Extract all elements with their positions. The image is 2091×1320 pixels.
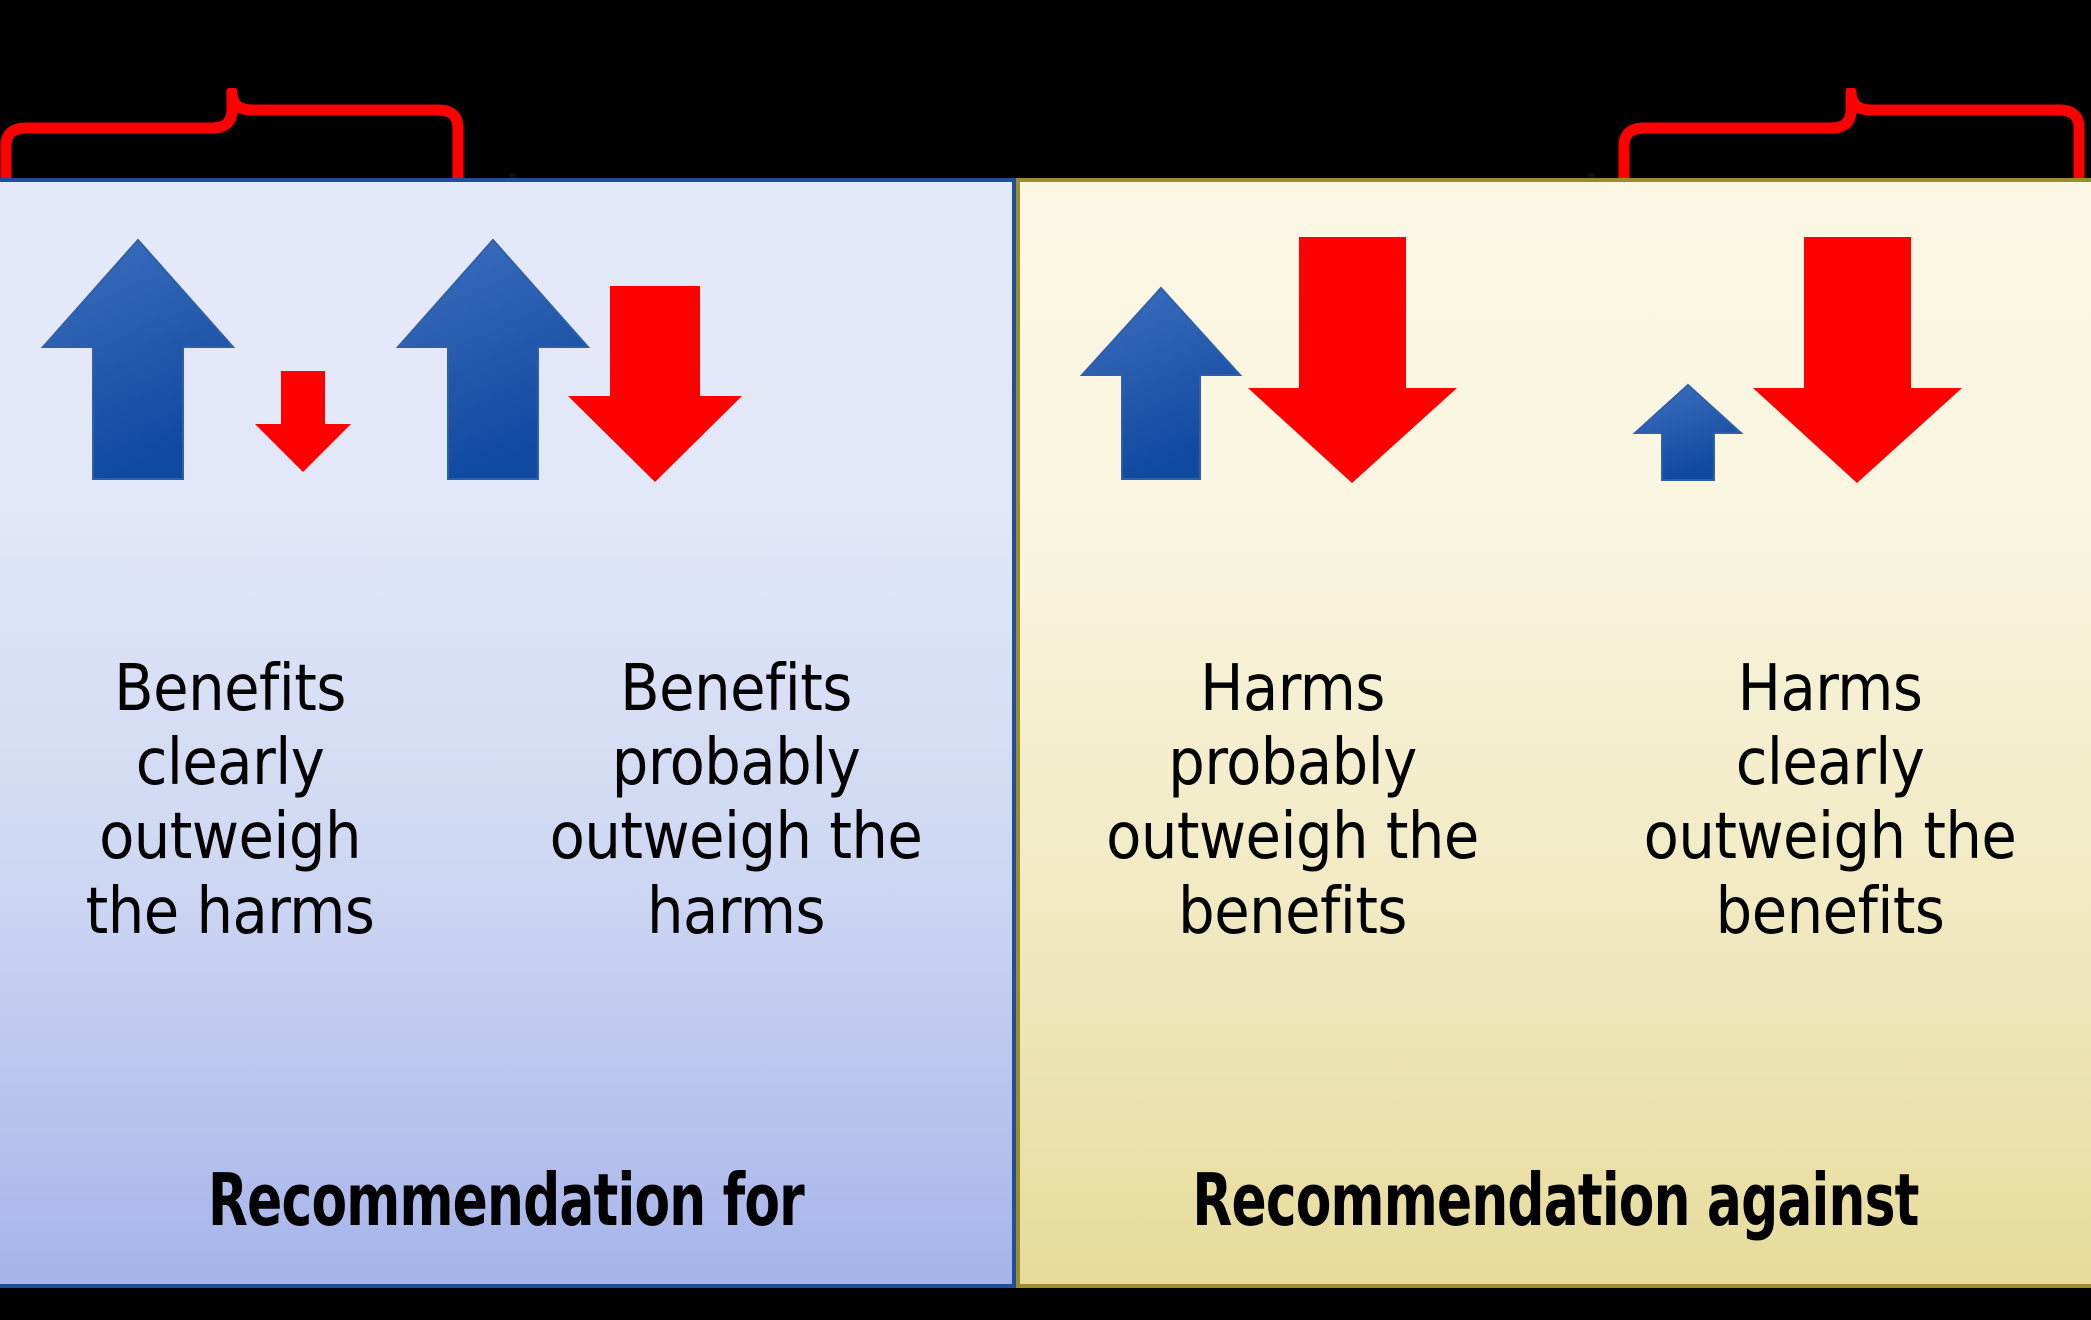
down-arrow-icon-medium-red (565, 284, 745, 484)
text-line: clearly (135, 726, 325, 801)
column-benefits-probably-outweigh: Benefits probably outweigh the harms (395, 182, 1012, 1284)
text-line: outweigh the (1643, 800, 2017, 875)
text-line: probably (1168, 726, 1417, 801)
text-line: benefits (1178, 874, 1407, 949)
text-line: harms (647, 874, 825, 949)
column-label-benefits-probably: Benefits probably outweigh the harms (460, 652, 1012, 949)
panel-label-recommendation-for: Recommendation for (208, 1158, 805, 1242)
column-label-benefits-clearly: Benefits clearly outweigh the harms (0, 652, 460, 949)
down-arrow-icon-large-red (1245, 235, 1460, 485)
up-arrow-icon-large-blue (395, 237, 591, 482)
text-line: Benefits (114, 652, 346, 726)
down-arrow-icon-xsmall-red (253, 369, 353, 474)
brace-strong-for (0, 88, 470, 220)
text-line: outweigh the (549, 800, 923, 875)
text-line: outweigh (99, 800, 361, 875)
column-label-harms-probably: Harms probably outweigh the benefits (1020, 652, 1565, 949)
panel-label-recommendation-against: Recommendation against (1192, 1158, 1919, 1242)
up-arrow-icon-large-blue (40, 237, 236, 482)
text-line: Harms (1200, 652, 1385, 726)
column-label-harms-clearly: Harms clearly outweigh the benefits (1565, 652, 2091, 949)
arrow-group (0, 237, 460, 637)
brace-strong-against (1618, 88, 2091, 220)
panel-recommendation-for: Benefits clearly outweigh the harms (0, 178, 1016, 1288)
panel-recommendation-against: Harms probably outweigh the benefits (1016, 178, 2091, 1288)
arrow-group (395, 237, 1012, 637)
text-line: Benefits (620, 652, 852, 726)
arrow-group (1565, 237, 2091, 637)
text-line: clearly (1735, 726, 1925, 801)
text-line: the harms (85, 874, 375, 949)
text-line: probably (611, 726, 861, 801)
text-line: Harms (1737, 652, 1923, 726)
up-arrow-icon-xsmall-blue (1633, 383, 1743, 483)
down-arrow-icon-large-red (1750, 235, 1965, 485)
column-benefits-clearly-outweigh: Benefits clearly outweigh the harms (0, 182, 460, 1284)
arrow-group (1020, 237, 1565, 637)
up-arrow-icon-medium-blue (1080, 285, 1243, 482)
text-line: outweigh the (1106, 800, 1479, 875)
text-line: benefits (1715, 874, 1945, 949)
column-harms-clearly-outweigh: Harms clearly outweigh the benefits (1565, 182, 2091, 1284)
column-harms-probably-outweigh: Harms probably outweigh the benefits (1020, 182, 1565, 1284)
